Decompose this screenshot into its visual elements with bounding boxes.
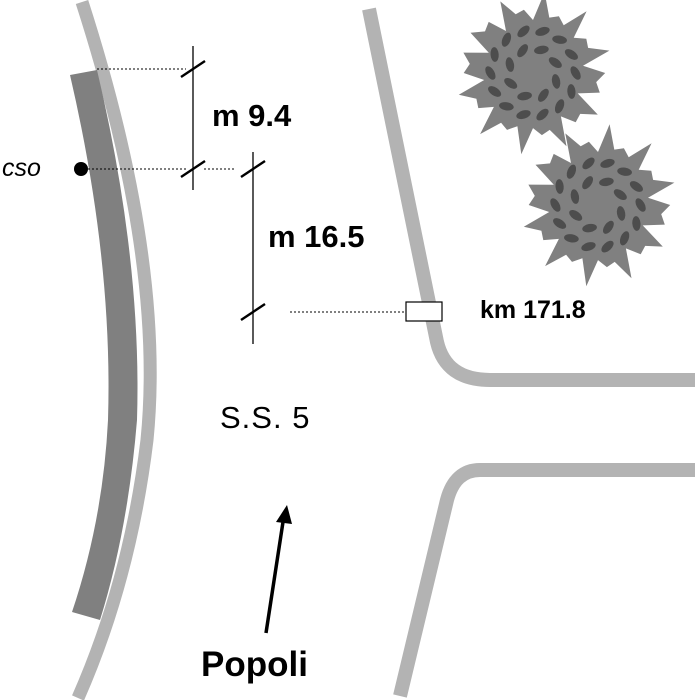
tree-leaf	[613, 189, 627, 201]
tree-leaf	[569, 209, 583, 221]
tree-leaf	[501, 32, 512, 47]
tree-leaf	[552, 35, 567, 44]
tree-leaf	[537, 88, 549, 102]
tree-leaf	[504, 77, 518, 89]
tree-leaf	[505, 57, 515, 72]
tree-leaf	[602, 220, 614, 234]
tree-canopy-icon	[523, 124, 675, 287]
tree-leaf	[555, 179, 564, 194]
filled-circle-icon	[74, 162, 88, 176]
tree-leaf	[599, 177, 614, 187]
tree-leaf	[554, 99, 565, 114]
tree-leaf	[517, 91, 532, 101]
tree-leaf	[632, 216, 641, 231]
tree-leaf	[490, 47, 499, 62]
tree-canopy-outline	[523, 124, 675, 287]
dimension-upper	[97, 46, 206, 190]
tree-leaf	[566, 164, 577, 179]
tree-leaf	[517, 25, 530, 38]
tree-leaf	[600, 158, 615, 168]
direction-label: Popoli	[201, 645, 308, 684]
right-road-edge-lower	[393, 463, 695, 698]
tree-leaf	[581, 242, 596, 252]
tree-canopy-outline	[458, 0, 610, 155]
tree-canopy-icon	[458, 0, 610, 155]
road-name-label: S.S. 5	[220, 400, 311, 435]
dimension-lower	[84, 152, 404, 344]
tree-leaf	[517, 44, 529, 58]
left-road-edge	[72, 0, 157, 700]
tree-leaf	[629, 181, 643, 192]
tree-leaf	[616, 206, 626, 221]
survey-point-label: cso	[2, 154, 41, 182]
tree-leaf	[499, 102, 514, 111]
tree-leaf	[485, 66, 496, 80]
kilometre-stone-icon	[405, 301, 443, 322]
tree-leaf	[534, 45, 549, 55]
tree-leaf	[564, 234, 579, 243]
tree-leaf	[619, 231, 630, 246]
distance-lower-label: m 16.5	[268, 219, 365, 254]
tree-leaf	[564, 49, 578, 60]
tree-leaf	[551, 74, 561, 89]
right-road-edge-upper	[362, 7, 695, 387]
kilometre-marker-label: km 171.8	[480, 296, 586, 324]
tree-leaf	[550, 198, 561, 212]
tree-leaf	[617, 167, 632, 176]
tree-leaf	[635, 198, 646, 212]
north-arrow-icon	[264, 505, 292, 634]
tree-leaf	[601, 240, 614, 253]
tree-leaf	[535, 26, 550, 36]
left-curb-strip	[70, 70, 138, 620]
tree-leaf	[582, 223, 597, 233]
tree-leaf	[582, 176, 594, 190]
tree-leaf	[488, 86, 502, 97]
tree-leaf	[553, 218, 567, 229]
tree-leaf	[570, 66, 581, 80]
tree-leaf	[548, 57, 562, 69]
tree-leaf	[570, 189, 580, 204]
tree-leaf	[516, 110, 531, 120]
tree-leaf	[582, 157, 595, 170]
distance-upper-label: m 9.4	[212, 98, 292, 133]
tree-leaf	[567, 84, 576, 99]
tree-leaf	[536, 108, 549, 121]
